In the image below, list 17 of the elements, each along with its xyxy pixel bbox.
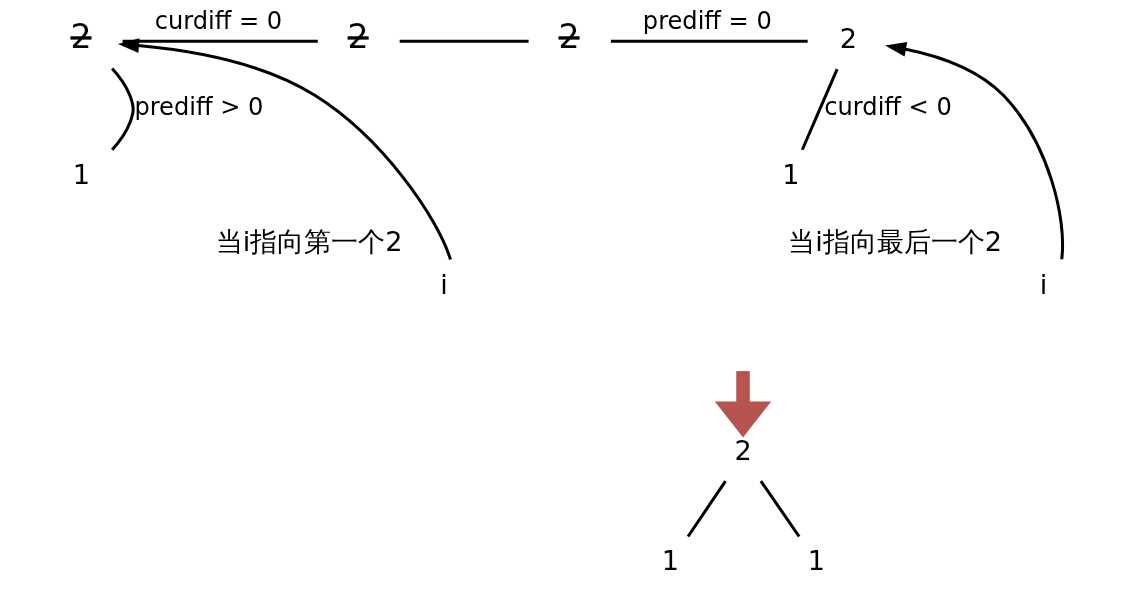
node-text: 1 (661, 545, 679, 577)
edge-label: curdiff < 0 (823, 92, 952, 121)
node-text: i (439, 268, 448, 300)
node-text: 2 (69, 17, 91, 57)
node-text: 2 (733, 435, 752, 467)
node-label: 当i指向最后一个2 (787, 226, 1002, 258)
edge-label: prediff > 0 (133, 92, 263, 121)
node-text: i (1039, 268, 1047, 300)
edge-label: curdiff = 0 (154, 6, 282, 35)
node-text: 1 (72, 158, 90, 190)
node-text: 1 (807, 545, 825, 577)
node-label: 当i指向第一个2 (215, 226, 403, 258)
node-text: 2 (839, 22, 857, 54)
node-text: 2 (557, 17, 580, 57)
node-text: 1 (781, 158, 799, 190)
node-text: 2 (347, 17, 369, 57)
edge-label: prediff = 0 (642, 6, 772, 35)
